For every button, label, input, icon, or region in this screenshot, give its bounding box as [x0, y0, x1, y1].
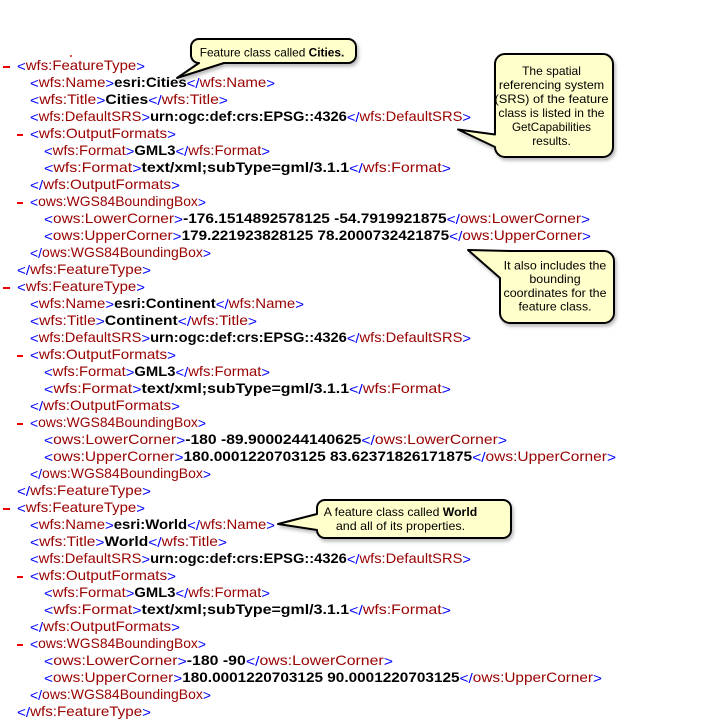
svg-text:It also includes the: It also includes the	[504, 259, 607, 273]
svg-text:feature class.: feature class.	[519, 300, 592, 314]
svg-text:The spatial: The spatial	[522, 64, 581, 78]
svg-text:A feature class called World: A feature class called World	[324, 505, 477, 519]
svg-text:referencing system: referencing system	[499, 78, 604, 92]
svg-text:class is listed in the: class is listed in the	[498, 106, 604, 120]
svg-text:(SRS) of the feature: (SRS) of the feature	[495, 92, 609, 106]
svg-text:Feature class called Cities.: Feature class called Cities.	[200, 45, 345, 59]
svg-text:and all of its properties.: and all of its properties.	[336, 519, 465, 533]
svg-text:bounding: bounding	[529, 272, 580, 286]
svg-text:results.: results.	[532, 134, 571, 148]
svg-text:GetCapabilities: GetCapabilities	[512, 120, 591, 134]
svg-text:coordinates for the: coordinates for the	[504, 286, 607, 300]
